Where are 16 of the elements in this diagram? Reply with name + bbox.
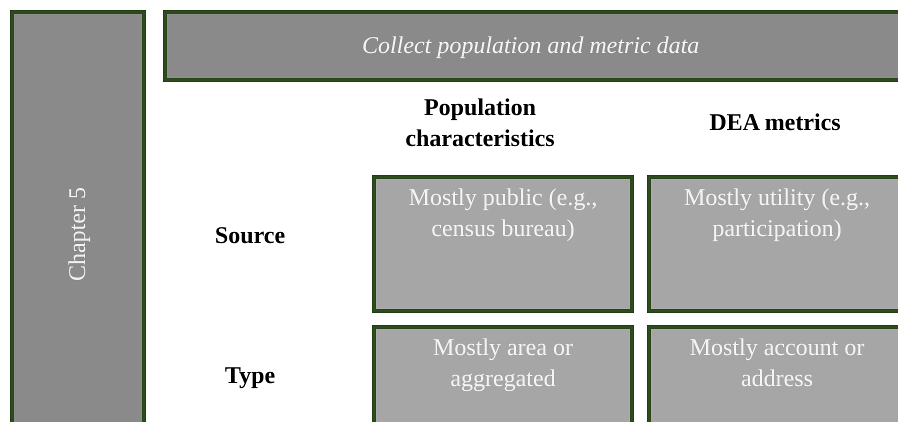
content-box — [372, 175, 634, 313]
row-header: Type — [224, 362, 276, 392]
content-box — [372, 325, 634, 422]
row-header: Source — [214, 222, 286, 252]
chapter-bar — [10, 10, 146, 422]
column-header: DEA metrics — [709, 109, 841, 138]
cell-text: Mostly area or aggregated — [432, 334, 574, 394]
banner-text: Collect population and metric data — [362, 32, 700, 61]
column-header: Population characteristics — [404, 94, 556, 154]
content-box — [647, 325, 898, 422]
banner-box — [163, 10, 898, 82]
vertical-label: Chapter 5 — [64, 187, 92, 281]
content-box — [647, 175, 898, 313]
cell-text: Mostly public (e.g., census bureau) — [408, 184, 598, 244]
cell-text: Mostly utility (e.g., participation) — [683, 184, 871, 244]
cell-text: Mostly account or address — [688, 334, 866, 394]
